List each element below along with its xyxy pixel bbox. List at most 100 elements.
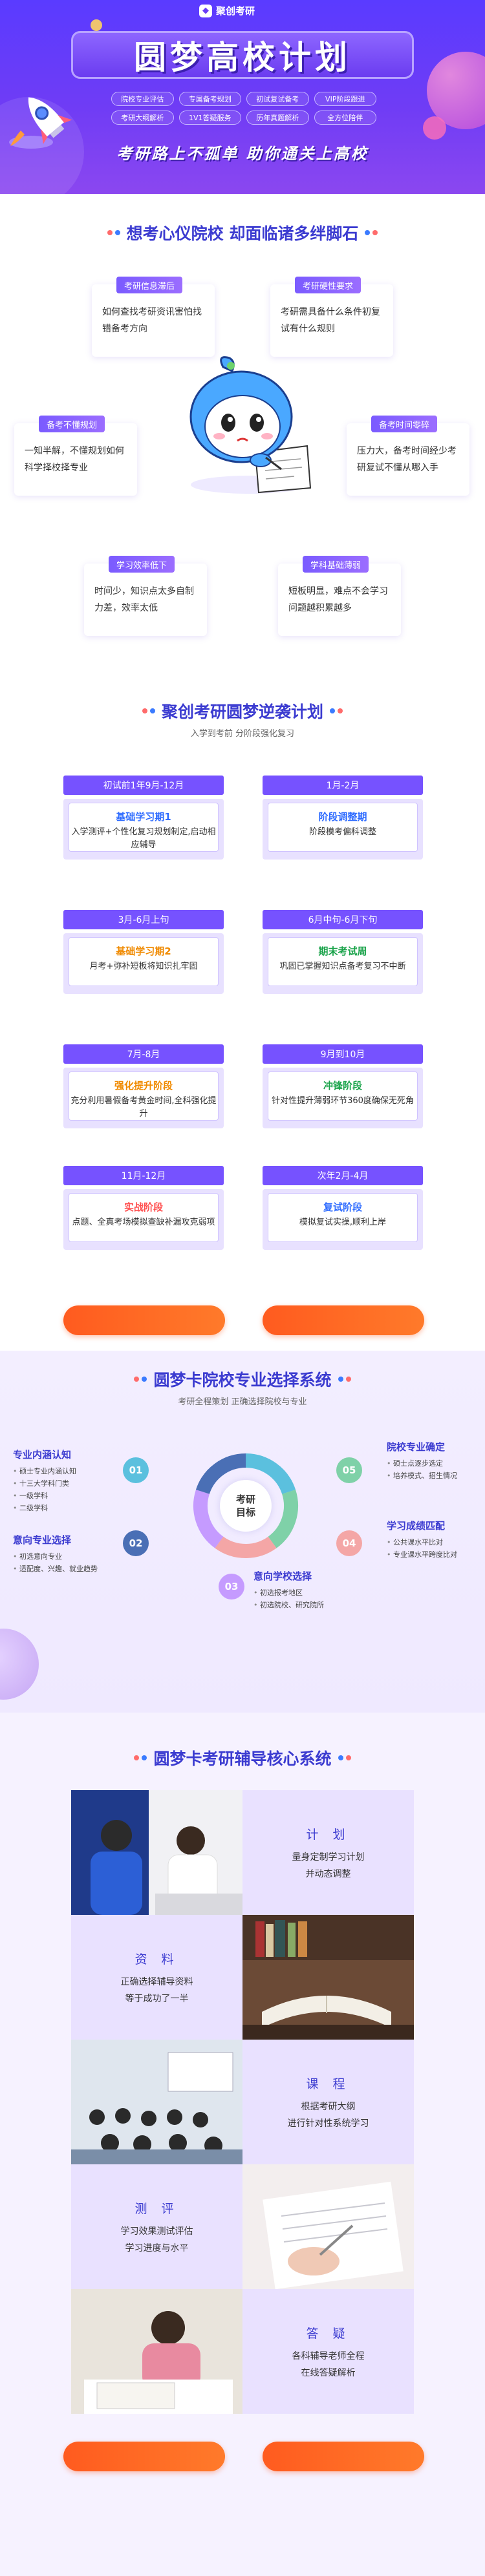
- service-tag: 考研大纲解析: [111, 111, 174, 125]
- feature-point: 硕士点逐步选定: [387, 1457, 484, 1470]
- stage-card: 11月-12月实战阶段点题、全真考场模拟查缺补漏攻克弱项: [63, 1166, 224, 1250]
- stage-name: 复试阶段: [323, 1201, 362, 1213]
- feature-block: 院校专业确定 硕士点逐步选定 培养模式、招生情况: [387, 1440, 484, 1482]
- cta-button[interactable]: [263, 1305, 424, 1335]
- writing-photo: [242, 2164, 414, 2289]
- pain-card: 备考不懂规划 一知半解，不懂规划如何科学择校择专业: [14, 416, 137, 496]
- decor-circle: [423, 116, 446, 140]
- stage-inner: 阶段调整期阶段模考偏科调整: [268, 803, 418, 852]
- stage-period: 3月-6月上旬: [63, 910, 224, 929]
- core-item-title: 答 疑: [306, 2327, 350, 2341]
- books-photo: [242, 1915, 414, 2040]
- core-item-course: 课 程 根据考研大纲进行针对性系统学习: [242, 2040, 414, 2164]
- stage-card: 9月到10月冲锋阶段针对性提升薄弱环节360度确保无死角: [263, 1044, 423, 1128]
- core-item-desc: 进行针对性系统学习: [287, 2118, 369, 2129]
- cta-button[interactable]: [63, 1305, 225, 1335]
- core-item-materials: 资 料 正确选择辅导资料等于成功了一半: [71, 1915, 242, 2040]
- pain-card: 学科基础薄弱 短板明显，难点不会学习问题越积累越多: [278, 556, 401, 636]
- dots-icon: [134, 1755, 147, 1760]
- stage-inner: 复试阶段模拟复试实操,顺利上岸: [268, 1193, 418, 1242]
- section-heading: 圆梦卡院校专业选择系统 考研全程策划 正确选择院校与专业: [0, 1367, 485, 1407]
- stage-box: 冲锋阶段针对性提升薄弱环节360度确保无死角: [263, 1068, 423, 1128]
- feature-point: 初选院校、研究院所: [253, 1599, 383, 1611]
- stage-box: 复试阶段模拟复试实操,顺利上岸: [263, 1189, 423, 1250]
- stage-box: 强化提升阶段充分利用暑假备考黄金时间,全科强化提升: [63, 1068, 224, 1128]
- target-center-label: 考研目标: [235, 1494, 255, 1518]
- decor-circle: [0, 1629, 39, 1700]
- stage-inner: 实战阶段点题、全真考场模拟查缺补漏攻克弱项: [69, 1193, 219, 1242]
- stage-desc: 巩固已掌握知识点备考复习不中断: [279, 962, 406, 971]
- target-center: 考研目标: [220, 1480, 272, 1532]
- section-title: 圆梦卡院校专业选择系统: [153, 1371, 332, 1389]
- feature-point: 十三大学科门类: [13, 1477, 123, 1490]
- pain-text: 压力大，备考时间经少考研复试不懂从哪入手: [357, 446, 457, 473]
- stage-period: 次年2月-4月: [263, 1166, 423, 1185]
- pain-label: 学科基础薄弱: [303, 556, 369, 573]
- section-subtitle: 入学到考前 分阶段强化复习: [190, 729, 295, 739]
- stage-name: 基础学习期1: [116, 811, 171, 823]
- dots-icon: [134, 1377, 147, 1382]
- stage-name: 实战阶段: [124, 1201, 163, 1213]
- feature-point: 适配度、兴趣、就业趋势: [13, 1563, 123, 1575]
- dots-icon: [330, 708, 343, 713]
- stage-desc: 阶段模考偏科调整: [308, 827, 376, 837]
- core-item-title: 计 划: [306, 1828, 350, 1842]
- study-photo: [71, 2289, 242, 2414]
- core-item-desc: 量身定制学习计划: [292, 1852, 365, 1863]
- classroom-photo: [71, 1790, 242, 1915]
- stage-period: 9月到10月: [263, 1044, 423, 1064]
- service-tag: VIP阶段跟进: [314, 92, 376, 106]
- feature-title: 意向专业选择: [13, 1534, 72, 1546]
- core-item-desc: 学习进度与水平: [125, 2243, 189, 2254]
- dots-icon: [338, 1377, 351, 1382]
- dots-icon: [365, 230, 378, 235]
- stage-desc: 模拟复试实操,顺利上岸: [299, 1218, 387, 1227]
- section-title: 圆梦卡考研辅导核心系统: [153, 1749, 332, 1768]
- stage-desc: 月考+弥补短板将知识扎牢固: [89, 962, 198, 971]
- hero-title-box: 圆梦高校计划: [71, 31, 414, 79]
- stage-desc: 针对性提升薄弱环节360度确保无死角: [272, 1096, 414, 1106]
- stage-box: 阶段调整期阶段模考偏科调整: [263, 799, 423, 860]
- stage-period: 初试前1年9月-12月: [63, 776, 224, 795]
- feature-point: 一级学科: [13, 1490, 123, 1502]
- dots-icon: [142, 708, 155, 713]
- stage-period: 6月中旬-6月下旬: [263, 910, 423, 929]
- cta-button[interactable]: [63, 2442, 225, 2471]
- brand-logo: ◆ 聚创考研: [199, 4, 255, 17]
- plan-section: 聚创考研圆梦逆袭计划 入学到考前 分阶段强化复习 初试前1年9月-12月基础学习…: [0, 685, 485, 1351]
- stage-card: 7月-8月强化提升阶段充分利用暑假备考黄金时间,全科强化提升: [63, 1044, 224, 1128]
- feature-title: 意向学校选择: [253, 1570, 312, 1582]
- stage-name: 期末考试周: [318, 945, 367, 957]
- feature-point: 初选意向专业: [13, 1550, 123, 1563]
- stage-desc: 点题、全真考场模拟查缺补漏攻克弱项: [72, 1218, 215, 1227]
- lecture-hall-photo: [71, 2040, 242, 2164]
- pain-label: 考研信息滞后: [116, 277, 183, 293]
- rocket-icon: [9, 97, 72, 149]
- pain-label: 考研硬性要求: [295, 277, 361, 293]
- cta-button[interactable]: [263, 2442, 424, 2471]
- pain-card: 学习效率低下 时间少，知识点太多自制力差，效率太低: [84, 556, 207, 636]
- core-item-desc: 学习效果测试评估: [120, 2226, 193, 2237]
- core-item-title: 课 程: [306, 2077, 350, 2091]
- stage-box: 期末考试周巩固已掌握知识点备考复习不中断: [263, 933, 423, 994]
- mascot-illustration: [189, 356, 312, 494]
- stage-period: 7月-8月: [63, 1044, 224, 1064]
- feature-title: 院校专业确定: [387, 1441, 446, 1453]
- core-item-desc: 正确选择辅导资料: [120, 1977, 193, 1987]
- step-number: 05: [336, 1457, 362, 1483]
- step-number: 03: [219, 1574, 244, 1599]
- core-item-desc: 根据考研大纲: [301, 2102, 356, 2112]
- selection-system-section: 圆梦卡院校专业选择系统 考研全程策划 正确选择院校与专业 考研目标 01 专业内…: [0, 1351, 485, 1713]
- dots-icon: [107, 230, 120, 235]
- section-heading: 想考心仪院校 却面临诸多绊脚石: [0, 221, 485, 244]
- stage-name: 基础学习期2: [116, 945, 171, 957]
- service-tag: 初试复试备考: [246, 92, 309, 106]
- pain-card: 备考时间零碎 压力大，备考时间经少考研复试不懂从哪入手: [347, 416, 469, 496]
- hero-banner: ◆ 聚创考研 圆梦高校计划 院校专业评估 专属备考规划 初试复试备考 VIP阶段…: [0, 0, 485, 194]
- core-item-title: 测 评: [135, 2202, 179, 2216]
- stage-name: 强化提升阶段: [114, 1080, 173, 1092]
- feature-point: 初选报考地区: [253, 1587, 383, 1599]
- target-ring-diagram: [193, 1453, 298, 1558]
- feature-block: 学习成绩匹配 公共课水平比对 专业课水平跨度比对: [387, 1519, 484, 1561]
- stage-card: 次年2月-4月复试阶段模拟复试实操,顺利上岸: [263, 1166, 423, 1250]
